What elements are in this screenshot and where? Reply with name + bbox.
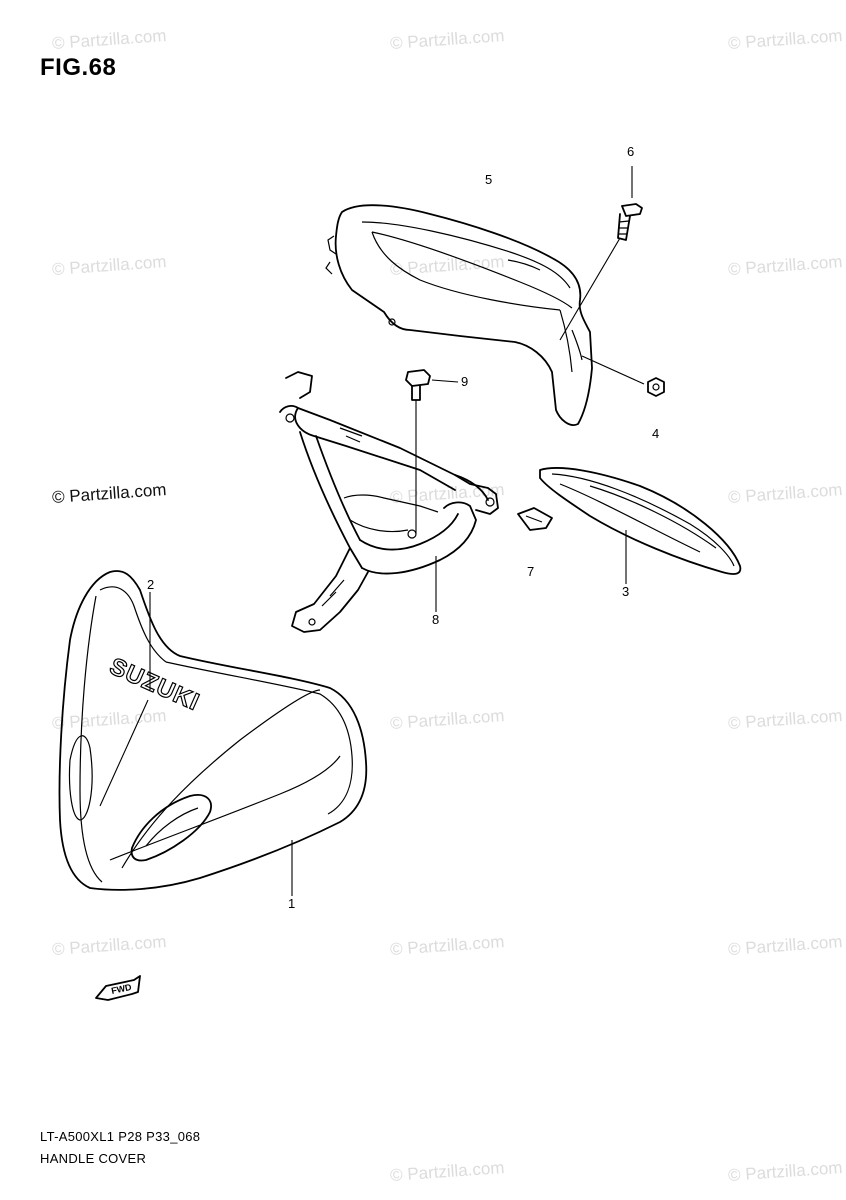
part-8-bracket (279, 371, 499, 633)
callout-4: 4 (652, 426, 660, 441)
callout-9: 9 (461, 374, 469, 389)
callout-6: 6 (627, 144, 635, 159)
callout-1: 1 (288, 896, 296, 911)
part-7-clip (517, 507, 553, 531)
callout-5: 5 (485, 172, 493, 187)
part-1-handle-cover (58, 570, 368, 891)
figure-title: FIG.68 (40, 54, 117, 81)
callout-8: 8 (432, 612, 440, 627)
callout-7: 7 (527, 564, 535, 579)
part-6-screw (617, 203, 643, 241)
leader-lines (99, 166, 645, 896)
emblem-text: SUZUKI (106, 653, 204, 716)
part-5-upper-cover (325, 204, 593, 426)
part-9-bolt (405, 369, 431, 401)
fwd-arrow-icon: FWD (95, 975, 141, 1001)
part-4-nut (647, 377, 665, 397)
callout-2: 2 (147, 577, 155, 592)
part-3-lens (539, 467, 742, 575)
fwd-text: FWD (110, 982, 133, 996)
diagram-code: LT-A500XL1 P28 P33_068 (40, 1129, 201, 1144)
diagram-caption: HANDLE COVER (40, 1151, 147, 1166)
callout-3: 3 (622, 584, 630, 599)
part-2-emblem: SUZUKI (105, 652, 204, 717)
